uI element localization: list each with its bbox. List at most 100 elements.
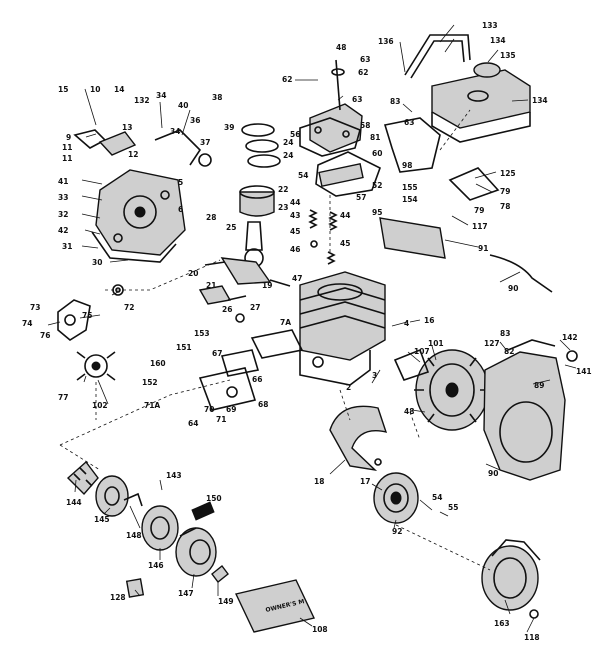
callout-108: 108 — [312, 625, 328, 634]
callout-62: 62 — [282, 75, 292, 84]
callout-63: 63 — [360, 55, 370, 64]
callout-83: 83 — [390, 97, 400, 106]
callout-141: 141 — [576, 367, 592, 376]
callout-54: 54 — [298, 171, 308, 180]
callout-5: 5 — [178, 178, 183, 187]
callout-107: 107 — [414, 347, 430, 356]
callout-90-b: 90 — [488, 469, 498, 478]
callout-28: 28 — [206, 213, 216, 222]
blower-housing — [483, 339, 578, 481]
callout-70: 70 — [204, 405, 214, 414]
callout-47: 47 — [292, 274, 302, 283]
callout-62-b: 62 — [358, 68, 368, 77]
callout-39: 39 — [224, 123, 234, 132]
callout-91: 91 — [478, 244, 488, 253]
callout-58: 58 — [360, 121, 370, 130]
leader-lines — [47, 24, 577, 633]
callout-90: 90 — [508, 284, 518, 293]
callout-76: 76 — [40, 331, 50, 340]
callout-21: 21 — [206, 281, 216, 290]
callout-92: 92 — [392, 527, 402, 536]
callout-34: 34 — [156, 91, 166, 100]
callout-18: 18 — [314, 477, 324, 486]
crankshaft — [204, 257, 291, 287]
callout-2: 2 — [346, 383, 351, 392]
callout-17: 17 — [360, 477, 370, 486]
callout-136: 136 — [378, 37, 394, 46]
callout-82: 82 — [504, 347, 514, 356]
tank-bracket — [404, 34, 471, 79]
callout-33: 33 — [58, 193, 68, 202]
callout-154: 154 — [402, 195, 418, 204]
callout-15: 15 — [58, 85, 68, 94]
piston — [239, 185, 275, 217]
callout-42: 42 — [58, 226, 68, 235]
callout-23: 23 — [278, 203, 288, 212]
recoil-starter — [481, 539, 541, 619]
callout-12: 12 — [128, 150, 138, 159]
callout-63-b: 63 — [352, 95, 362, 104]
governor-linkage — [73, 129, 212, 167]
callout-40: 40 — [178, 101, 188, 110]
callout-98: 98 — [402, 161, 412, 170]
callout-4: 4 — [404, 319, 409, 328]
callout-83-b: 83 — [500, 329, 510, 338]
fuel-tank — [431, 62, 531, 143]
callout-14: 14 — [114, 85, 124, 94]
connecting-rod — [244, 221, 264, 268]
flywheel-shield — [329, 405, 388, 472]
muffler-shield — [379, 167, 553, 293]
callout-148: 148 — [126, 531, 142, 540]
callout-56: 56 — [290, 130, 300, 139]
callout-125: 125 — [500, 169, 516, 178]
callout-143: 143 — [166, 471, 182, 480]
callout-95: 95 — [372, 208, 382, 217]
callout-45-b: 45 — [340, 239, 350, 248]
callout-55: 55 — [448, 503, 458, 512]
callout-102: 102 — [92, 401, 108, 410]
callout-16: 16 — [424, 316, 434, 325]
callout-89: 89 — [534, 381, 544, 390]
callout-36: 36 — [190, 116, 200, 125]
callout-54-b: 54 — [432, 493, 442, 502]
owners-manual: OWNER'S M — [234, 579, 316, 633]
callout-134-tank: 134 — [532, 96, 548, 105]
breaker-plate — [57, 299, 116, 381]
callout-48-b: 48 — [404, 407, 414, 416]
callout-24: 24 — [283, 138, 293, 147]
callout-71: 71 — [216, 415, 226, 424]
callout-163: 163 — [494, 619, 510, 628]
valve-springs — [308, 209, 338, 265]
intake-bracket — [383, 117, 441, 173]
callout-117: 117 — [472, 222, 488, 231]
callout-152: 152 — [142, 378, 158, 387]
callout-153: 153 — [194, 329, 210, 338]
camshaft-tappets — [198, 285, 247, 323]
callout-155: 155 — [402, 183, 418, 192]
cylinder-block — [299, 271, 386, 386]
callout-34-b: 34 — [170, 127, 180, 136]
callout-9: 9 — [66, 133, 71, 142]
callout-26: 26 — [222, 305, 232, 314]
callout-38: 38 — [212, 93, 222, 102]
callout-149: 149 — [218, 597, 234, 606]
callout-27: 27 — [250, 303, 260, 312]
callout-45: 45 — [290, 227, 300, 236]
callout-31: 31 — [62, 242, 72, 251]
callout-24-b: 24 — [283, 151, 293, 160]
callout-19: 19 — [262, 281, 272, 290]
callout-57: 57 — [356, 193, 366, 202]
callout-150: 150 — [206, 494, 222, 503]
callout-73: 73 — [30, 303, 40, 312]
callout-127: 127 — [484, 339, 500, 348]
callout-13: 13 — [122, 123, 132, 132]
callout-74: 74 — [22, 319, 32, 328]
callout-145: 145 — [94, 515, 110, 524]
crankcase-cover — [95, 169, 186, 256]
callout-68: 68 — [258, 400, 268, 409]
callout-134: 134 — [490, 36, 506, 45]
assembly-lines — [59, 109, 491, 571]
gasket-30 — [91, 231, 177, 263]
callout-52: 52 — [372, 181, 382, 190]
starter-spring — [66, 460, 99, 496]
